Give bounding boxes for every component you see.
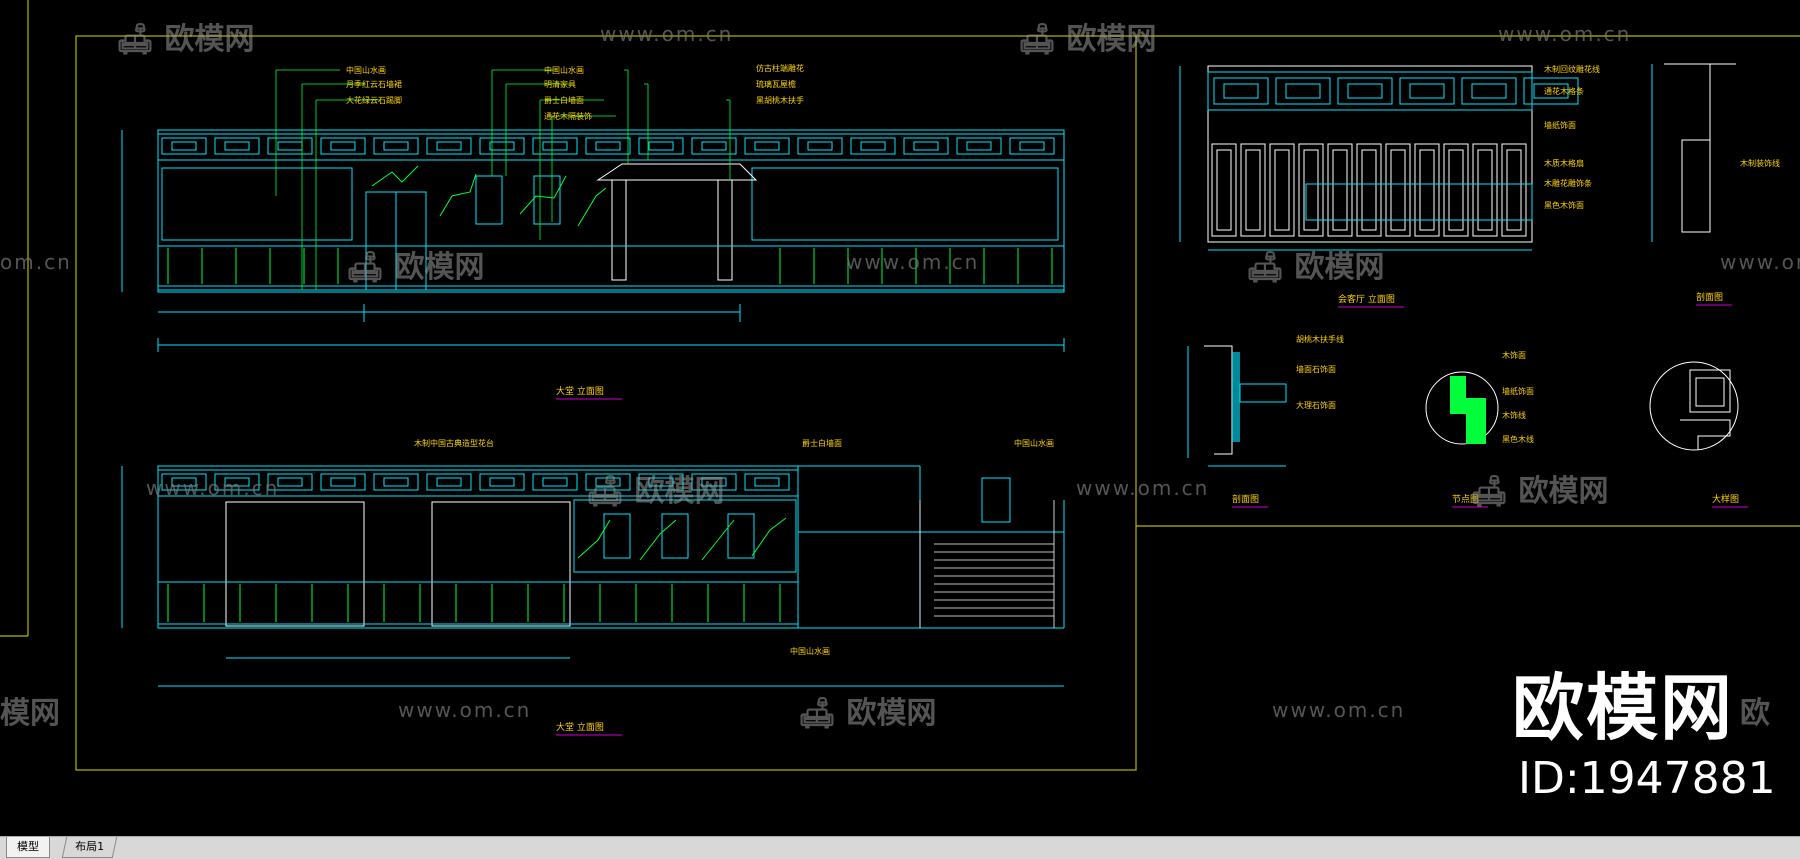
- elevation-2-label: 爵士白墙面: [802, 438, 842, 448]
- watermark-url: www.om.cn: [398, 698, 532, 722]
- section-label: 大理石饰面: [1296, 400, 1336, 410]
- watermark-url: www.om.cn: [846, 250, 980, 274]
- elevation-1-hatch: [167, 165, 1053, 284]
- watermark-url-partial: om.cn: [0, 250, 72, 274]
- elevation-1-label: 通花木隔装饰: [544, 111, 592, 121]
- watermark-logo-icon: 🛋: [116, 22, 155, 57]
- elevation-1-label: 中国山水画: [346, 65, 386, 75]
- drawing-title-elev3: 会客厅 立面图: [1338, 293, 1395, 305]
- model-id: ID:1947881: [1518, 753, 1776, 804]
- elevation-3-label: 黑色木饰面: [1544, 200, 1584, 210]
- layout-tab-bar: 模型 布局1: [0, 836, 1800, 859]
- detail-section-1: [1187, 345, 1287, 467]
- elevation-3: [1179, 65, 1579, 251]
- watermark-logo-partial: 欧: [1740, 696, 1770, 731]
- cad-model-space[interactable]: 中国山水画月季红云石墙裙大花绿云石踢脚中国山水画明清家具爵士白墙面通花木隔装饰仿…: [0, 0, 1800, 836]
- sheet-frame-left: [75, 35, 1137, 771]
- elevation-3-label: 木制回纹雕花线: [1544, 64, 1600, 74]
- section-label: 木制装饰线: [1740, 158, 1780, 168]
- elevation-1-label: 仿古柱端雕花: [756, 63, 804, 73]
- section-label: 木饰线: [1502, 410, 1526, 420]
- watermark-url: www.om.cn: [1076, 476, 1210, 500]
- elevation-3-label: 木雕花雕饰条: [1544, 178, 1592, 188]
- section-label: 墙纸饰面: [1502, 386, 1534, 396]
- watermark-logo: 🛋 欧模网: [1470, 474, 1609, 509]
- watermark-url: www.om.cn: [146, 476, 280, 500]
- elevation-2-label: 中国山水画: [1014, 438, 1054, 448]
- detail-circle-2: [1649, 361, 1739, 451]
- watermark-logo: 🛋 欧模网: [116, 22, 255, 57]
- side-section: [1651, 63, 1736, 242]
- watermark-logo: 🛋 欧模网: [346, 250, 485, 285]
- drawing-title-elev2: 大堂 立面图: [556, 721, 604, 733]
- elevation-1-label: 琉璃瓦屋檐: [756, 79, 796, 89]
- elevation-2-label: 木制中国古典造型花台: [414, 438, 494, 448]
- drawing-title-detail: 节点图: [1452, 494, 1479, 505]
- elevation-1-label: 月季红云石墙裙: [346, 79, 402, 89]
- elevation-1-label: 明清家具: [544, 79, 576, 89]
- watermark-logo: 🛋 欧模网: [1018, 22, 1157, 57]
- elevation-1: [121, 129, 1065, 352]
- elevation-3-label: 通花木格条: [1544, 86, 1584, 96]
- watermark-logo-icon: 🛋: [346, 250, 385, 285]
- detail-circle-1: [1425, 371, 1499, 445]
- watermark-logo-icon: 🛋: [798, 696, 837, 731]
- tab-layout1[interactable]: 布局1: [61, 837, 118, 858]
- watermark-logo-icon: 🛋: [586, 474, 625, 509]
- elevation-1-label: 大花绿云石踢脚: [346, 95, 402, 105]
- elevation-1-label: 黑胡桃木扶手: [756, 95, 804, 105]
- watermark-logo-icon: 🛋: [1470, 474, 1509, 509]
- cad-drawing: 中国山水画月季红云石墙裙大花绿云石踢脚中国山水画明清家具爵士白墙面通花木隔装饰仿…: [0, 0, 1800, 771]
- section-label: 木饰面: [1502, 350, 1526, 360]
- elevation-1-label: 爵士白墙面: [544, 95, 584, 105]
- watermark-url: www.om.cn: [600, 22, 734, 46]
- tab-model[interactable]: 模型: [6, 837, 50, 858]
- watermark-url: www.om.cn: [1272, 698, 1406, 722]
- drawing-title-elev1: 大堂 立面图: [556, 385, 604, 397]
- watermark-logo: 🛋 欧模网: [586, 474, 725, 509]
- watermark-url: www.om.cn: [1498, 22, 1632, 46]
- drawing-title-largescale: 大样图: [1712, 493, 1739, 505]
- elevation-3-label: 木质木格扇: [1544, 158, 1584, 168]
- elevation-3-label: 墙纸饰面: [1544, 120, 1576, 130]
- section-label: 胡桃木扶手线: [1296, 334, 1344, 344]
- watermark-logo-partial: 模网: [0, 696, 60, 731]
- watermark-url: www.om.cn: [1720, 250, 1800, 274]
- drawing-title-section1: 剖面图: [1232, 493, 1259, 505]
- elevation-2: [121, 465, 1065, 687]
- brand-logo-text: 欧模网: [1512, 666, 1735, 750]
- elevation-2-label: 中国山水画: [790, 646, 830, 656]
- section-label: 墙面石饰面: [1296, 364, 1336, 374]
- watermark-logo: 🛋 欧模网: [1246, 250, 1385, 285]
- watermark-logo: 🛋 欧模网: [798, 696, 937, 731]
- drawing-title-side-section: 剖面图: [1696, 291, 1723, 303]
- section-label: 黑色木线: [1502, 434, 1534, 444]
- watermark-logo-icon: 🛋: [1246, 250, 1285, 285]
- elevation-1-label: 中国山水画: [544, 65, 584, 75]
- watermark-logo-icon: 🛋: [1018, 22, 1057, 57]
